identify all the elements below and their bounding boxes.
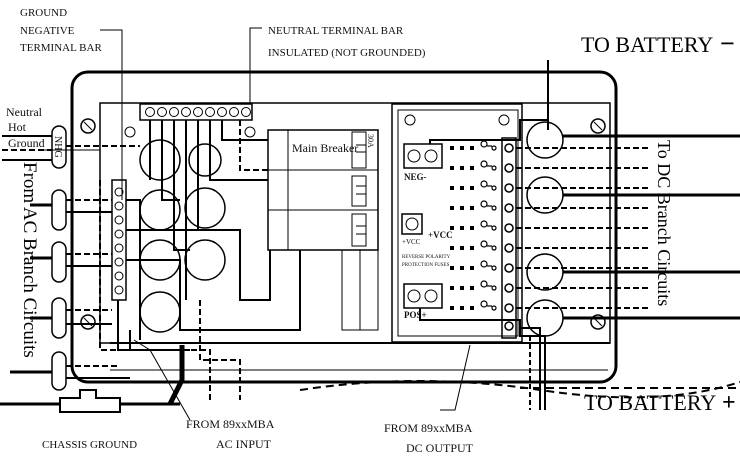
neutral-bar-label-line2: INSULATED (NOT GROUNDED) bbox=[268, 47, 426, 59]
ground-negative-label-line1: GROUND bbox=[20, 7, 67, 19]
battery-minus-symbol: − bbox=[720, 29, 735, 58]
hot-label: Hot bbox=[8, 120, 27, 134]
leader-lines bbox=[40, 27, 471, 421]
ground-negative-terminal-bar bbox=[111, 179, 127, 301]
ground-negative-label-line2: NEGATIVE bbox=[20, 25, 75, 37]
ac-branch-wires bbox=[2, 135, 140, 379]
vcc-label-right: +VCC bbox=[428, 230, 453, 240]
chassis-ground-connector bbox=[0, 345, 185, 413]
nhg-label: NHG bbox=[52, 136, 63, 158]
ground-negative-label-line3: TERMINAL BAR bbox=[20, 42, 102, 54]
breaker-rating-label: 30A bbox=[366, 134, 375, 148]
dc-output-terminals bbox=[501, 137, 517, 339]
from-dc-label-line2: DC OUTPUT bbox=[406, 441, 474, 455]
corner-screw-icon bbox=[80, 118, 96, 134]
screw-icon bbox=[404, 114, 416, 126]
from-ac-label-line2: AC INPUT bbox=[216, 437, 272, 451]
vcc-stud bbox=[401, 213, 423, 235]
reverse-polarity-label: REVERSE POLARITY bbox=[402, 255, 451, 260]
main-breaker-label: Main Breaker bbox=[292, 141, 358, 155]
to-battery-negative-label: TO BATTERY bbox=[581, 32, 713, 57]
neutral-bar-label-line1: NEUTRAL TERMINAL BAR bbox=[268, 25, 404, 37]
neg-stud bbox=[403, 143, 443, 169]
screw-icon bbox=[124, 126, 136, 138]
from-ac-label-line1: FROM 89xxMBA bbox=[186, 417, 275, 431]
fuse-indicator-icons bbox=[480, 140, 497, 311]
protection-fuses-label: PROTECTION FUSES bbox=[402, 263, 450, 268]
fuse-array bbox=[450, 146, 474, 310]
from-ac-branch-label: From AC Branch Circuits bbox=[19, 162, 40, 358]
neutral-label: Neutral bbox=[6, 105, 43, 119]
battery-plus-symbol: + bbox=[722, 390, 736, 416]
ground-label: Ground bbox=[8, 136, 45, 150]
battery-positive-wire bbox=[299, 380, 740, 399]
dc-wiring bbox=[419, 60, 549, 410]
panel-inner-frame bbox=[99, 102, 611, 344]
internal-wiring bbox=[99, 120, 301, 400]
to-battery-positive-label: TO BATTERY bbox=[584, 390, 716, 415]
screw-icon bbox=[244, 126, 256, 138]
knockout-holes bbox=[139, 139, 226, 333]
neg-label: NEG- bbox=[404, 172, 427, 182]
pos-label: POS+ bbox=[404, 310, 427, 320]
ac-cable-glands bbox=[51, 125, 67, 391]
vcc-label-left: +VCC bbox=[402, 238, 421, 246]
screw-icon bbox=[498, 114, 510, 126]
chassis-ground-label: CHASSIS GROUND bbox=[42, 439, 137, 451]
corner-screw-icon bbox=[80, 314, 96, 330]
to-dc-branch-label: To DC Branch Circuits bbox=[654, 140, 674, 306]
from-dc-label-line1: FROM 89xxMBA bbox=[384, 421, 473, 435]
neutral-terminal-bar bbox=[139, 103, 253, 121]
main-breaker bbox=[267, 129, 379, 331]
dc-branch-wires bbox=[516, 134, 740, 320]
corner-screw-icon bbox=[590, 118, 606, 134]
dc-distribution-block bbox=[391, 103, 523, 343]
pos-stud bbox=[403, 283, 443, 309]
